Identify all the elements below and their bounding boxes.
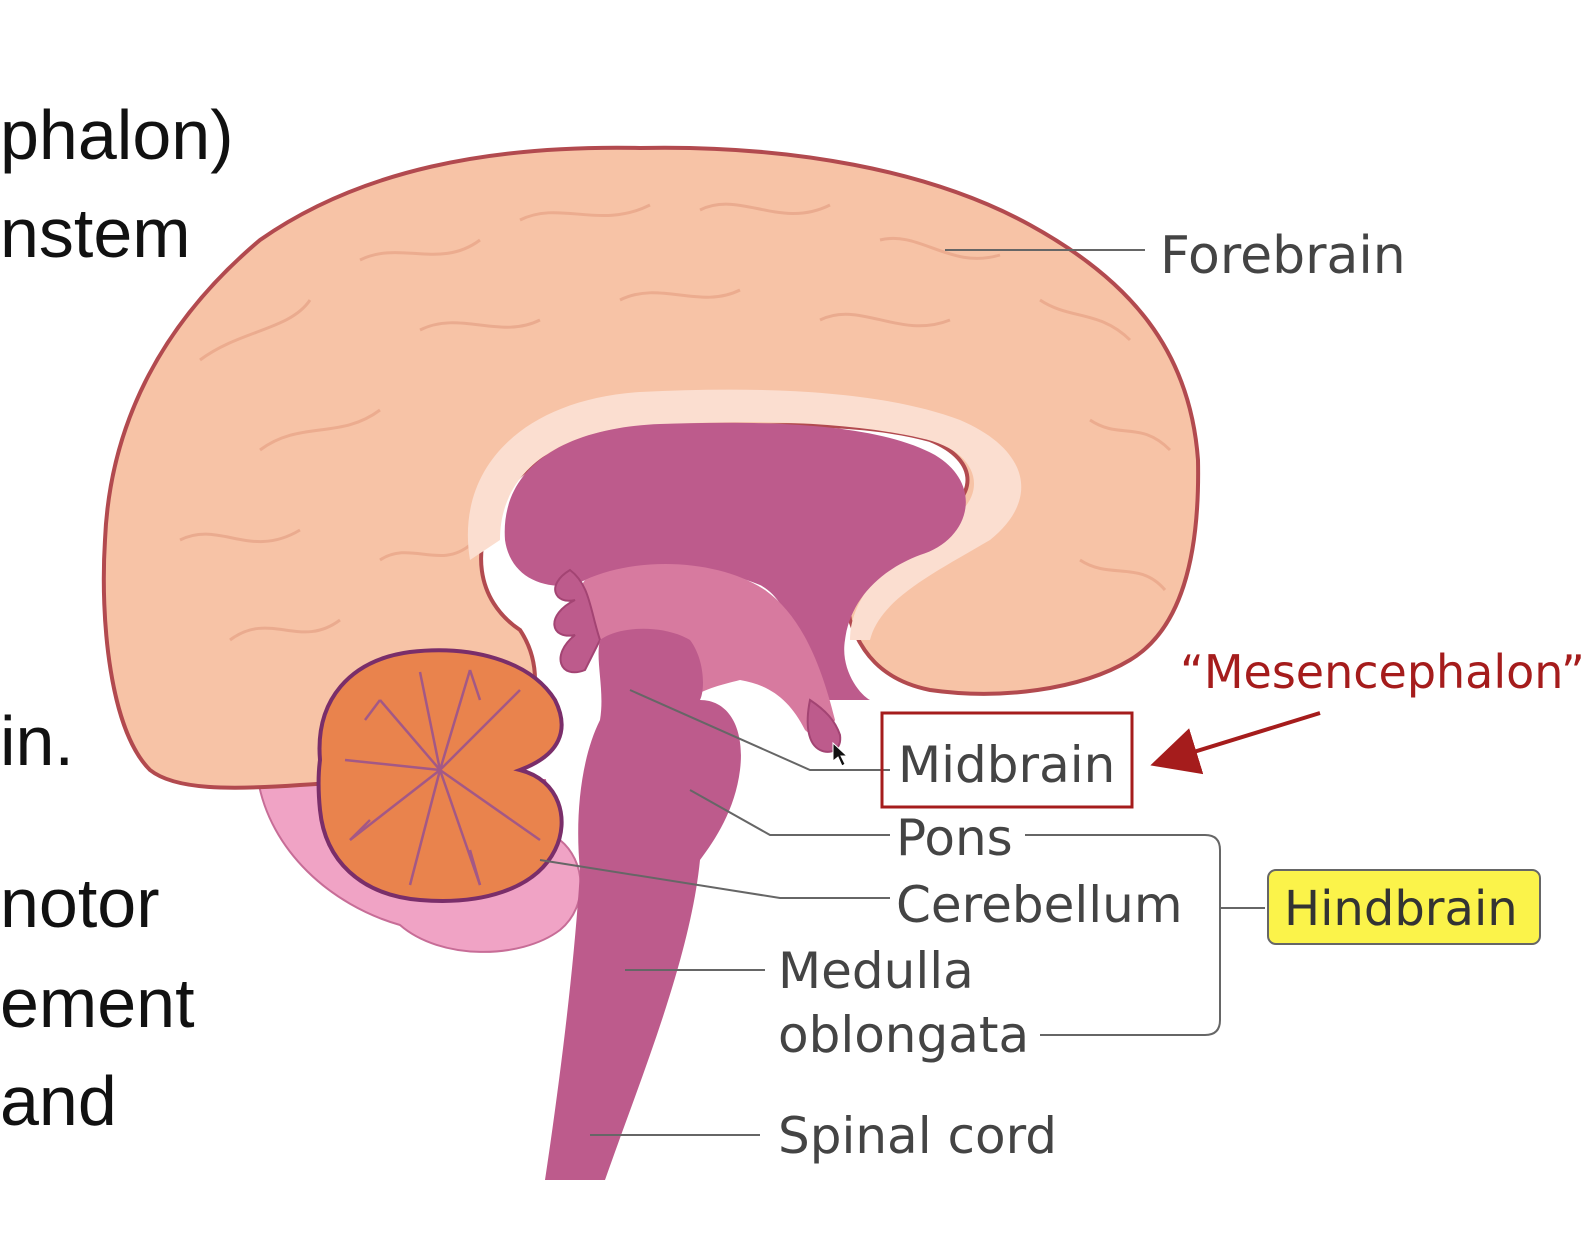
hindbrain-bracket xyxy=(1204,834,1221,1036)
label-cerebellum: Cerebellum xyxy=(896,876,1183,934)
label-medulla-line-1: Medulla xyxy=(778,942,974,1000)
midbrain-highlight-box xyxy=(880,711,1134,809)
label-spinal-cord: Spinal cord xyxy=(778,1107,1057,1165)
mesencephalon-arrow xyxy=(1150,711,1321,775)
hindbrain-highlight xyxy=(1267,869,1541,945)
label-pons: Pons xyxy=(896,809,1013,867)
diencephalon-shape xyxy=(577,563,835,736)
leader-midbrain xyxy=(629,689,890,771)
brainstem-shape xyxy=(545,628,741,1180)
label-mesencephalon: “Mesencephalon” xyxy=(1180,645,1584,699)
label-forebrain: Forebrain xyxy=(1160,226,1406,286)
slide-text-line-6: and xyxy=(0,1062,117,1140)
label-medulla-line-2: oblongata xyxy=(778,1006,1029,1064)
label-hindbrain: Hindbrain xyxy=(1284,881,1518,937)
leader-pons xyxy=(689,789,890,836)
leader-cerebellum xyxy=(539,859,890,899)
inner-cortex-band xyxy=(467,389,1022,640)
mouse-cursor-icon xyxy=(832,741,849,767)
slide-text-line-3: in. xyxy=(0,702,74,780)
cerebellum-group xyxy=(316,648,564,903)
folds-shape xyxy=(553,568,602,674)
leader-lines xyxy=(539,249,1265,1136)
slide-text-line-5: ement xyxy=(0,964,195,1042)
label-midbrain: Midbrain xyxy=(898,736,1115,794)
corpus-callosum-shape xyxy=(504,422,966,700)
slide-text-line-4: notor xyxy=(0,864,160,942)
cortex-gyri xyxy=(179,202,1172,642)
slide-text-line-2: nstem xyxy=(0,194,191,272)
cerebrum-shape xyxy=(101,145,1201,790)
slide-text-line-1: phalon) xyxy=(0,96,234,174)
